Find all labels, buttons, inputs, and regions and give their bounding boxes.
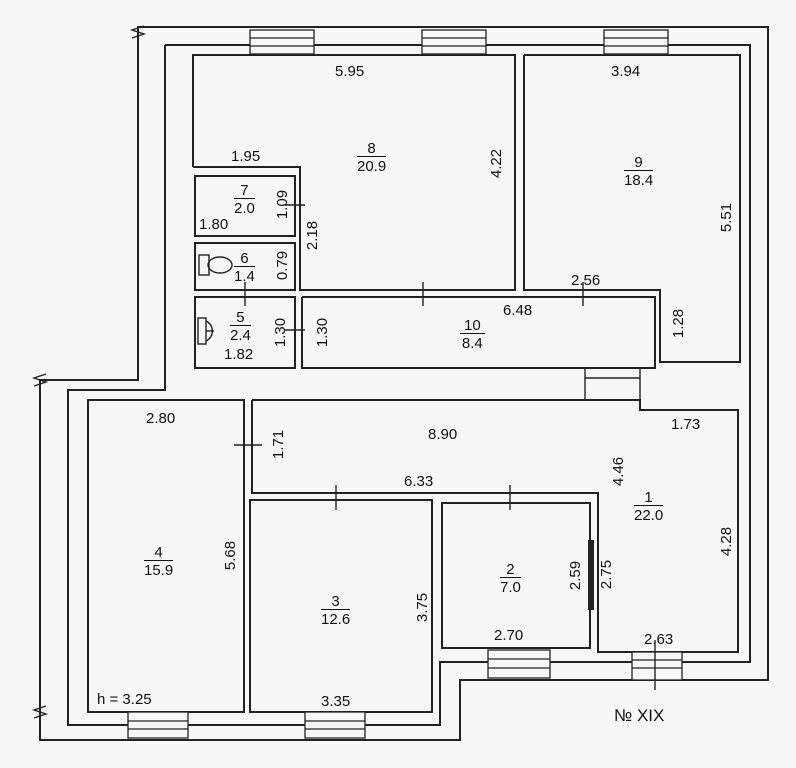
dim-5-51: 5.51 — [718, 202, 736, 233]
window-top-2 — [421, 29, 487, 55]
dim-6-48: 6.48 — [503, 302, 533, 319]
door-room-2 — [588, 540, 594, 610]
room-number: 1 — [634, 490, 664, 506]
dim-2-18: 2.18 — [304, 220, 322, 251]
dim-1-28: 1.28 — [670, 308, 688, 339]
room-area: 2.0 — [234, 200, 255, 217]
dim-1-30-b: 1.30 — [314, 317, 332, 348]
dim-4-22: 4.22 — [488, 148, 506, 179]
room-area: 18.4 — [624, 172, 654, 189]
room-area: 22.0 — [634, 507, 664, 524]
wall-break-top-left — [129, 25, 147, 39]
dim-0-79: 0.79 — [274, 250, 292, 281]
dim-1-73: 1.73 — [671, 416, 701, 433]
dim-2-75: 2.75 — [598, 559, 616, 590]
room-area: 12.6 — [321, 611, 351, 628]
dim-1-95: 1.95 — [231, 148, 261, 165]
ceiling-height-note: h = 3.25 — [97, 691, 152, 708]
room-9-outline — [523, 54, 741, 363]
window-bottom-1 — [127, 711, 189, 739]
room-area: 8.4 — [461, 335, 483, 352]
room-number: 3 — [321, 594, 351, 610]
dim-2-59: 2.59 — [567, 560, 585, 591]
dim-8-90: 8.90 — [428, 426, 458, 443]
dim-2-70: 2.70 — [494, 627, 524, 644]
room-number: 6 — [234, 251, 255, 267]
dim-1-71: 1.71 — [270, 429, 288, 460]
outer-wall-inner — [67, 44, 751, 726]
room-number: 9 — [624, 155, 654, 171]
dim-3-75: 3.75 — [414, 592, 432, 623]
room-area: 1.4 — [234, 268, 255, 285]
room-number: 8 — [357, 141, 387, 157]
room-number: 7 — [234, 183, 255, 199]
dim-2-56: 2.56 — [571, 272, 601, 289]
wall-break-left — [31, 373, 49, 387]
room-number: 4 — [144, 545, 174, 561]
dim-2-63: 2.63 — [644, 631, 674, 648]
room-number: 10 — [460, 318, 485, 334]
dim-1-09: 1.09 — [274, 189, 292, 220]
room-number: 5 — [230, 310, 251, 326]
toilet-icon — [198, 254, 233, 276]
room-1-outline — [251, 399, 739, 653]
dim-1-82: 1.82 — [224, 346, 254, 363]
window-top-1 — [249, 29, 315, 55]
room-area: 15.9 — [144, 562, 174, 579]
room-10-outline — [301, 296, 656, 369]
dim-1-30-a: 1.30 — [272, 317, 290, 348]
sink-icon — [197, 317, 214, 345]
dim-3-94: 3.94 — [611, 63, 641, 80]
dim-1-80: 1.80 — [199, 216, 229, 233]
outer-wall-outer — [39, 26, 769, 741]
dim-6-33: 6.33 — [404, 473, 434, 490]
window-bottom-2 — [304, 711, 366, 739]
window-top-3 — [603, 29, 669, 55]
room-area: 7.0 — [500, 579, 521, 596]
dim-2-80: 2.80 — [146, 410, 176, 427]
dim-5-68: 5.68 — [222, 540, 240, 571]
dim-5-95: 5.95 — [335, 63, 365, 80]
apartment-number: № XIX — [614, 706, 665, 725]
room-8-outline — [192, 54, 516, 291]
window-bottom-4 — [631, 651, 683, 681]
window-bottom-3 — [487, 649, 551, 679]
dim-4-46: 4.46 — [610, 456, 628, 487]
wall-break-bottom-left — [31, 705, 49, 719]
dim-4-28: 4.28 — [718, 526, 736, 557]
room-number: 2 — [500, 562, 521, 578]
room-area: 2.4 — [230, 327, 251, 344]
dim-3-35: 3.35 — [321, 693, 351, 710]
room-area: 20.9 — [357, 158, 387, 175]
door-marks — [228, 188, 656, 690]
